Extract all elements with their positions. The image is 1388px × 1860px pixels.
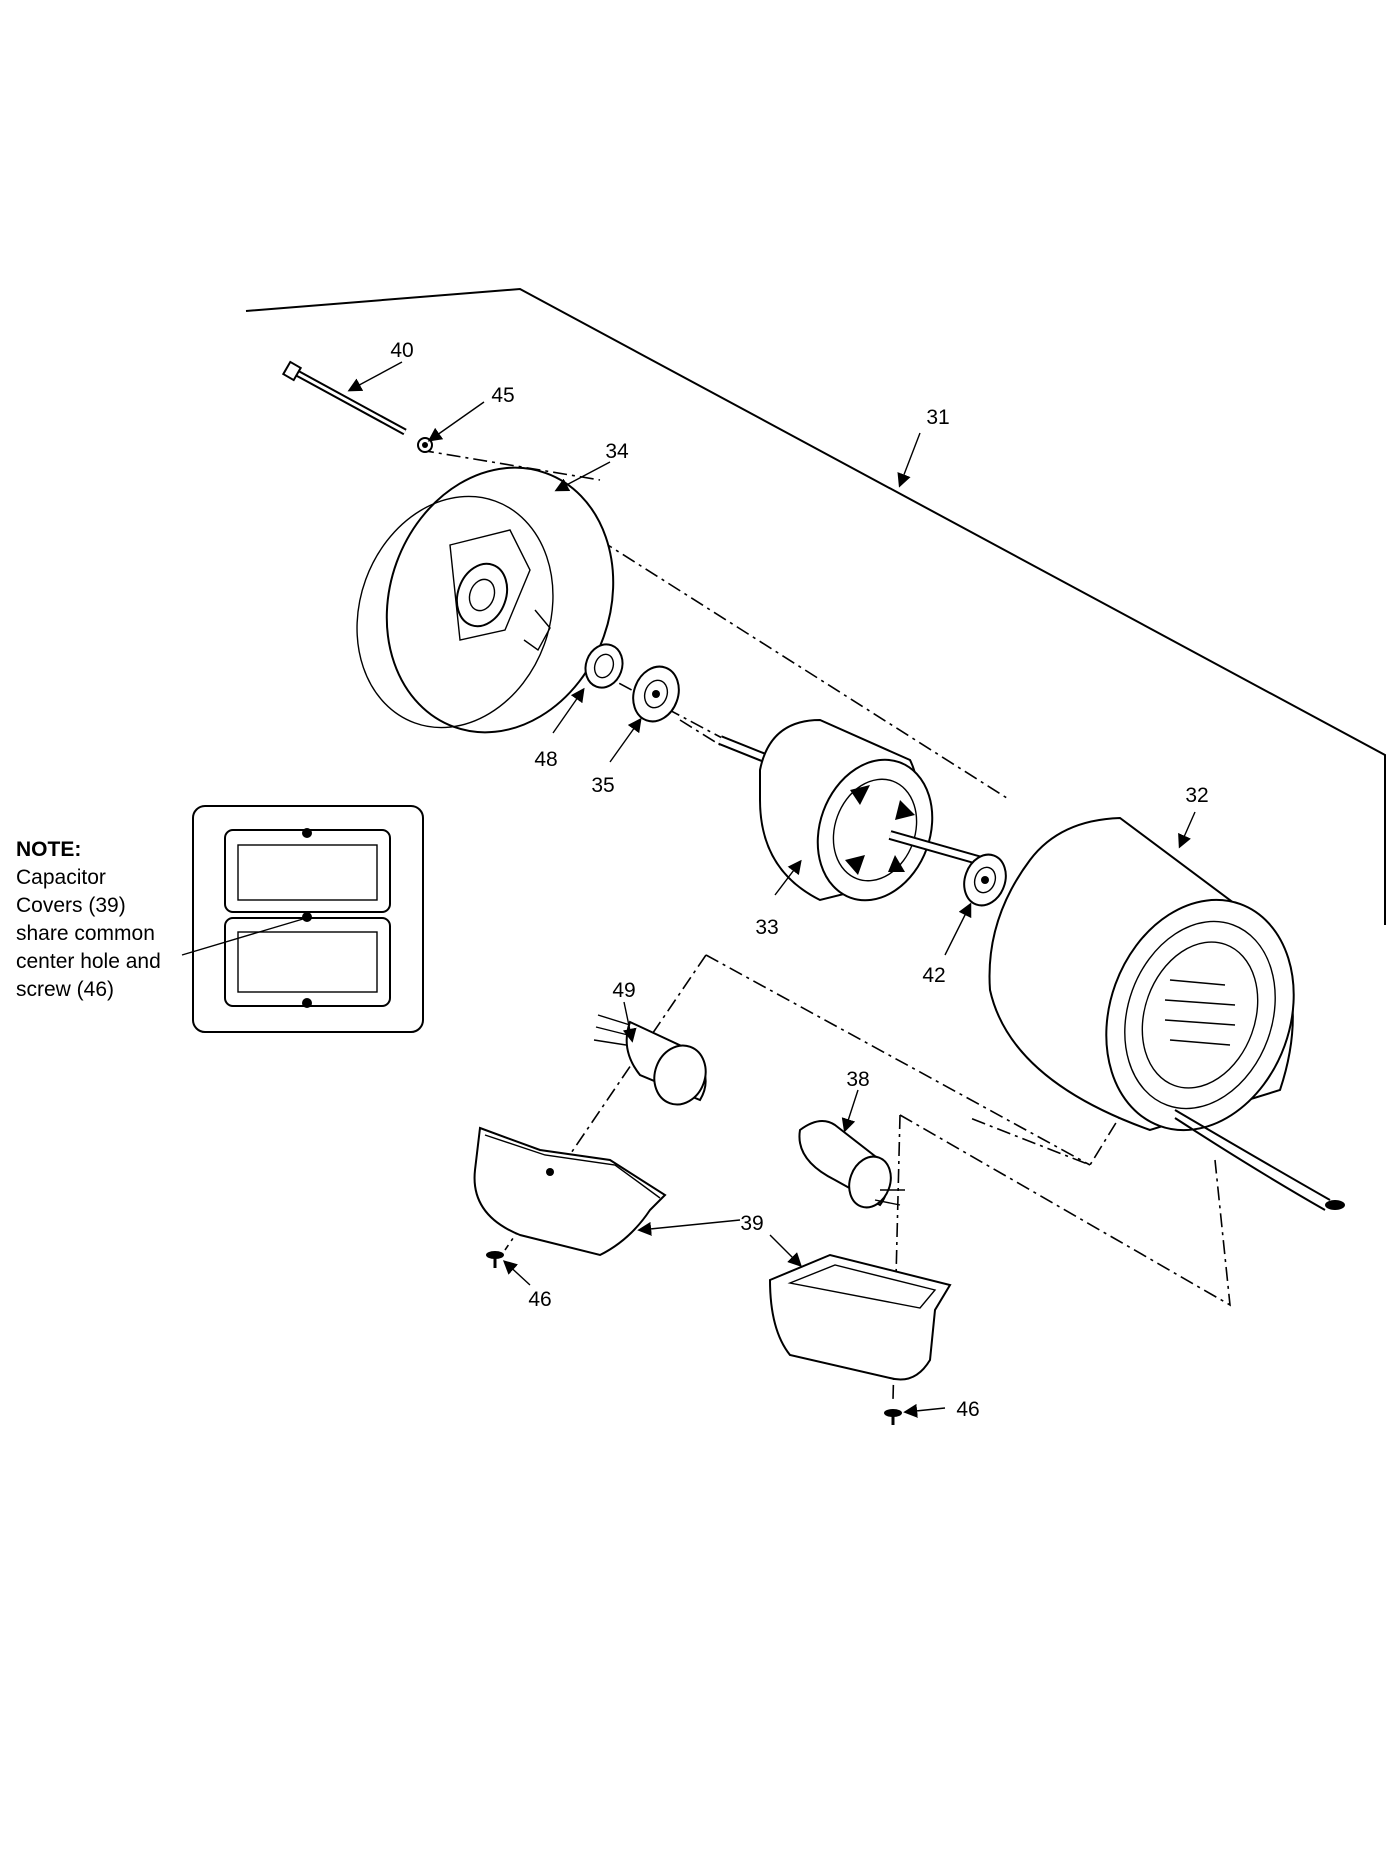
callout-39: 39 (740, 1212, 763, 1235)
callout-40: 40 (390, 339, 413, 362)
assembly-bracket-31 (245, 287, 1386, 925)
end-bell-34 (356, 466, 615, 734)
callout-33: 33 (755, 916, 778, 939)
callout-35: 35 (591, 774, 614, 797)
through-bolt-40 (281, 360, 407, 436)
bearing-42 (963, 853, 1007, 907)
screw-46-left (486, 1251, 504, 1268)
callout-45: 45 (491, 384, 514, 407)
bearing-35 (632, 665, 680, 723)
washer-48 (584, 643, 624, 689)
capacitor-49 (593, 1014, 707, 1106)
callout-46-right: 46 (956, 1398, 979, 1421)
leader-lines (347, 361, 1196, 1418)
nut-45 (417, 437, 433, 453)
note-inset-box (181, 805, 424, 1033)
capacitor-cover-39-right (768, 1253, 952, 1381)
rotor-33 (718, 718, 987, 902)
callout-42: 42 (922, 964, 945, 987)
stator-32 (988, 816, 1345, 1211)
callout-38: 38 (846, 1068, 869, 1091)
note-title: NOTE: (16, 838, 82, 861)
capacitor-cover-note: NOTE: Capacitor Covers (39) share common… (16, 836, 206, 1004)
capacitor-cover-39-left (473, 1126, 667, 1257)
callout-34: 34 (605, 440, 629, 463)
note-body: Capacitor Covers (39) share common cente… (16, 866, 161, 1001)
screw-46-right (884, 1409, 902, 1425)
callout-49: 49 (612, 979, 635, 1002)
callout-31: 31 (926, 406, 949, 429)
callout-32: 32 (1185, 784, 1208, 807)
callout-46-left: 46 (528, 1288, 551, 1311)
capacitor-38 (798, 1120, 905, 1209)
callout-48: 48 (534, 748, 557, 771)
